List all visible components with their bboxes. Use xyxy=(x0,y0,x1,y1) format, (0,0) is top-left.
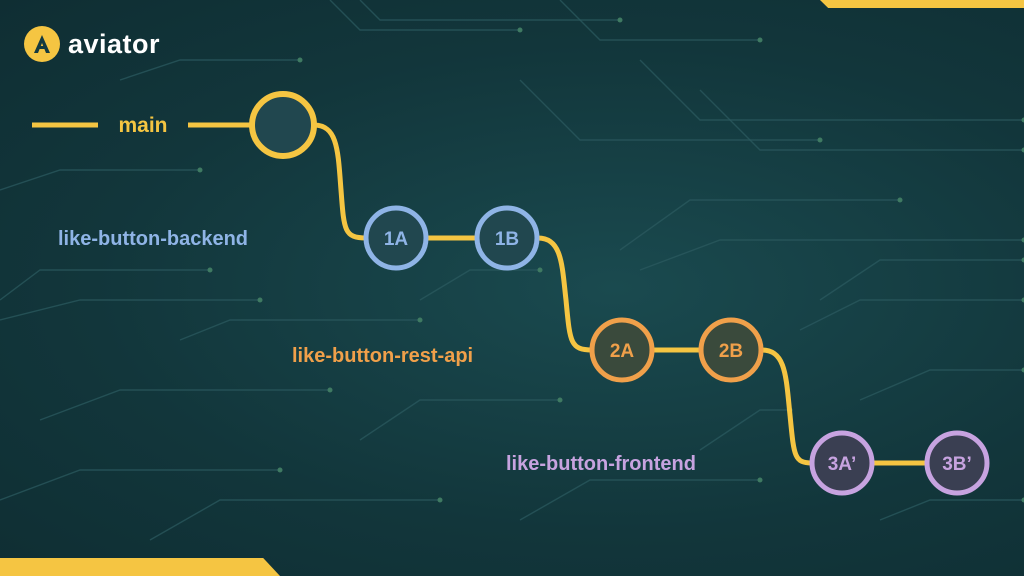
circuit-node-dot xyxy=(277,467,283,473)
aviator-logo: aviator xyxy=(24,26,160,62)
circuit-trace xyxy=(519,79,820,141)
circuit-trace xyxy=(859,369,1024,401)
circuit-trace xyxy=(879,499,1024,521)
commit-node-3a xyxy=(809,430,875,496)
commit-node-1a xyxy=(363,205,429,271)
commit-label-3b: 3B’ xyxy=(942,454,972,475)
commit-label-2b: 2B xyxy=(719,341,743,362)
circuit-node-dot xyxy=(617,17,623,23)
circuit-node-dot xyxy=(1021,237,1024,243)
circuit-node-dot xyxy=(817,137,823,143)
circuit-node-dot xyxy=(557,397,563,403)
circuit-node-dot xyxy=(1021,367,1024,373)
circuit-node-dot xyxy=(517,27,523,33)
circuit-trace xyxy=(0,469,280,501)
circuit-trace xyxy=(359,399,560,441)
circuit-trace xyxy=(0,269,210,301)
circuit-trace xyxy=(419,269,540,301)
circuit-node-dot xyxy=(757,37,763,43)
circuit-node-dot xyxy=(897,197,903,203)
circuit-trace xyxy=(179,319,420,341)
circuit-trace xyxy=(0,169,200,191)
circuit-node-dot xyxy=(537,267,543,273)
connector-restapi-to-frontend xyxy=(761,347,813,466)
circuit-trace xyxy=(359,0,620,21)
commit-label-2a: 2A xyxy=(610,341,635,362)
circuit-node-dot xyxy=(257,297,263,303)
circuit-node-dot xyxy=(417,317,423,323)
circuit-node-dot xyxy=(207,267,213,273)
commit-node-2b xyxy=(698,317,764,383)
circuit-trace xyxy=(329,0,520,31)
bottom-accent-stripe xyxy=(0,558,280,576)
branch-label-frontend: like-button-frontend xyxy=(506,453,696,475)
commit-label-1b: 1B xyxy=(495,229,519,250)
circuit-trace xyxy=(819,259,1024,301)
circuit-trace xyxy=(559,0,760,41)
commit-node-3b xyxy=(924,430,990,496)
circuit-node-dot xyxy=(437,497,443,503)
circuit-trace xyxy=(799,299,1024,331)
circuit-node-dot xyxy=(297,57,303,63)
branch-label-rest-api: like-button-rest-api xyxy=(292,345,473,367)
circuit-node-dot xyxy=(1021,257,1024,263)
commit-node-1b xyxy=(474,205,540,271)
commit-label-1a: 1A xyxy=(384,229,409,250)
circuit-trace xyxy=(619,199,900,251)
circuit-trace xyxy=(39,389,330,421)
circuit-node-dot xyxy=(197,167,203,173)
branch-label-backend: like-button-backend xyxy=(58,228,248,250)
circuit-trace xyxy=(699,89,1024,151)
circuit-trace xyxy=(519,479,760,521)
circuit-node-dot xyxy=(757,477,763,483)
circuit-trace xyxy=(639,239,1024,271)
top-accent-stripe xyxy=(820,0,1024,8)
circuit-node-dot xyxy=(1021,297,1024,303)
brand-name: aviator xyxy=(68,28,161,59)
connector-main-to-backend xyxy=(313,122,367,241)
circuit-trace xyxy=(639,59,1024,121)
circuit-node-dot xyxy=(1021,117,1024,123)
circuit-node-dot xyxy=(1021,147,1024,153)
commit-node-2a xyxy=(589,317,655,383)
circuit-trace xyxy=(149,499,440,541)
commit-label-3a: 3A’ xyxy=(828,454,857,475)
main-commit-node xyxy=(249,91,317,159)
circuit-trace xyxy=(0,299,260,321)
aviator-logo-icon xyxy=(24,26,60,62)
circuit-node-dot xyxy=(327,387,333,393)
circuit-trace xyxy=(119,59,300,81)
branch-label-main: main xyxy=(118,114,167,137)
connector-backend-to-restapi xyxy=(537,235,593,353)
circuit-trace xyxy=(699,409,790,451)
circuit-node-dot xyxy=(1021,497,1024,503)
